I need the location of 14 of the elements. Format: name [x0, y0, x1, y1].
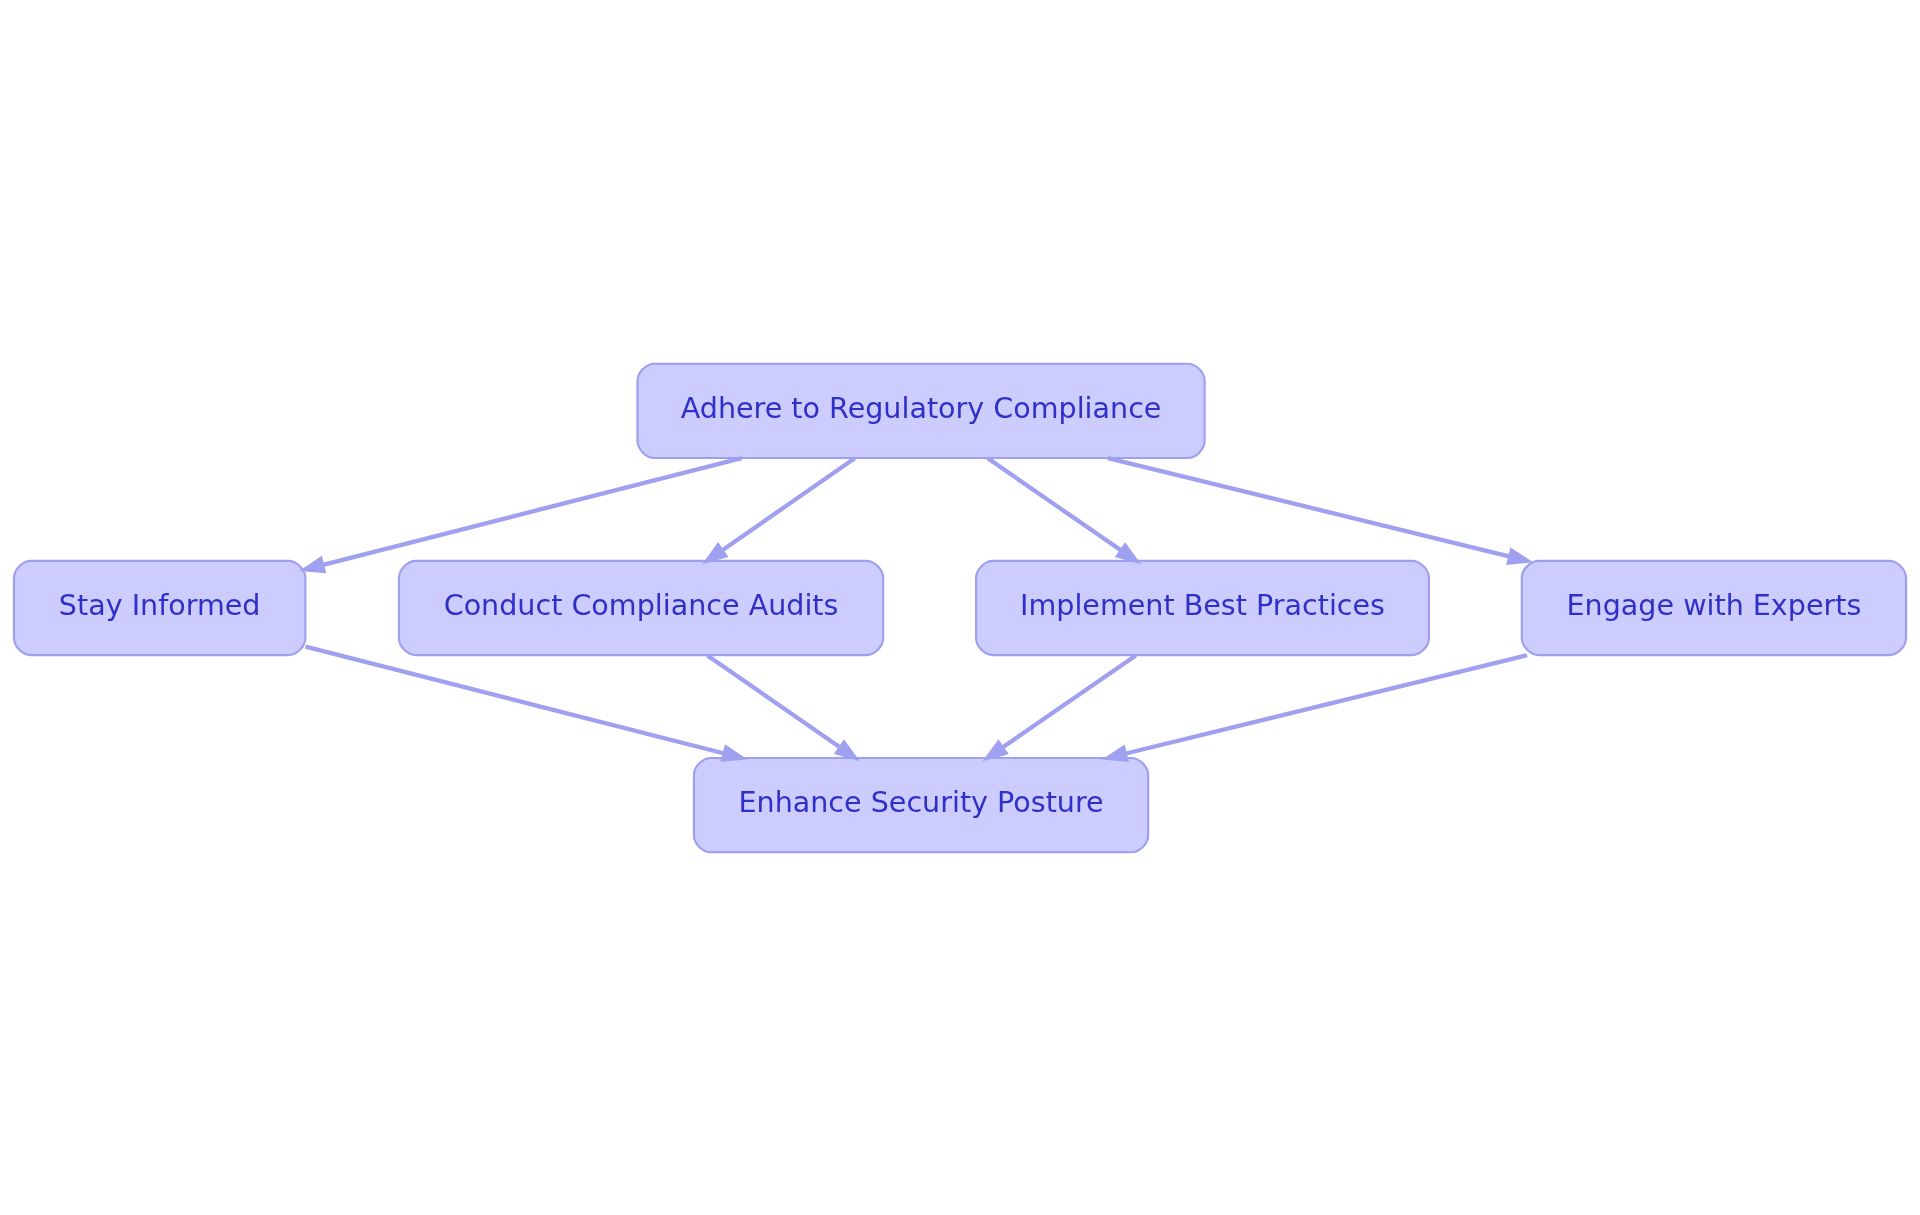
arrow	[305, 644, 748, 762]
arrow	[982, 653, 1137, 761]
node-box: Conduct Compliance Audits	[397, 559, 885, 656]
arrow	[706, 653, 861, 761]
node-box: Engage with Experts	[1520, 559, 1908, 656]
node-box: Adhere to Regulatory Compliance	[636, 362, 1206, 459]
arrow	[1107, 455, 1534, 565]
node-box: Enhance Security Posture	[692, 756, 1150, 853]
arrow	[702, 456, 856, 564]
arrow	[299, 455, 743, 573]
node-box: Implement Best Practices	[975, 559, 1430, 656]
arrow	[986, 456, 1142, 564]
arrow	[1101, 652, 1528, 762]
node-box: Stay Informed	[12, 559, 307, 656]
